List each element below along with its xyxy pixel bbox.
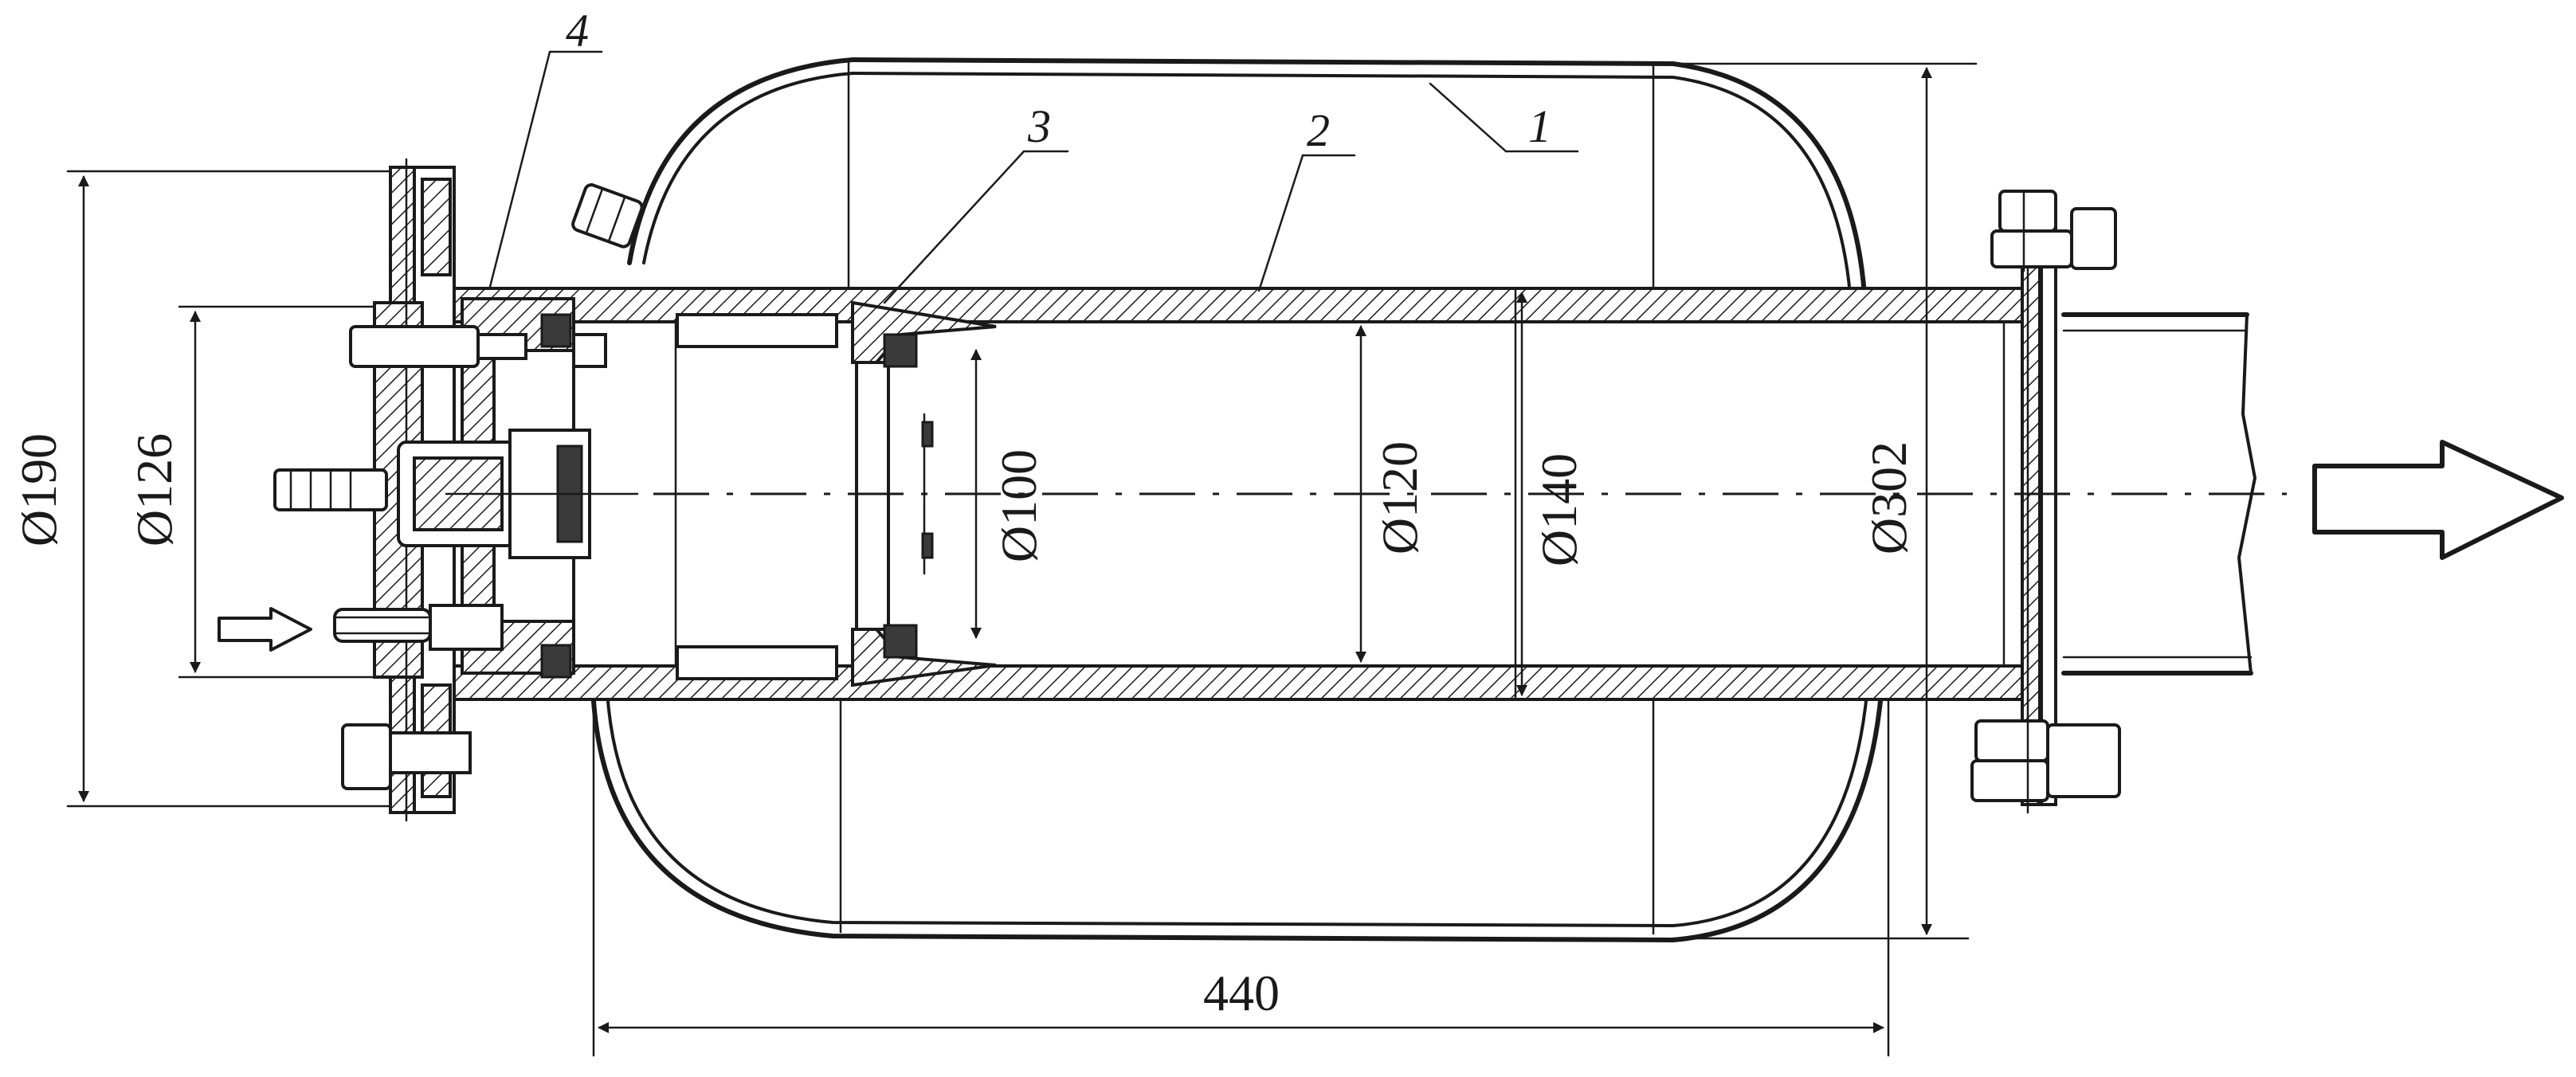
callout-3: 3 (1027, 100, 1051, 152)
bolt-top-right (1990, 190, 2117, 272)
venturi-insert (676, 300, 997, 687)
dimension-lines (66, 62, 1978, 1057)
callout-1: 1 (1528, 100, 1551, 152)
dim-d190: Ø190 (10, 433, 67, 546)
dim-d140: Ø140 (1531, 453, 1587, 566)
dim-d120: Ø120 (1371, 441, 1428, 554)
hollow-right-arrow-icon (2312, 440, 2564, 560)
dim-length: 440 (1203, 965, 1280, 1021)
outlet-pipe (2061, 312, 2256, 676)
outer-vessel (591, 57, 1883, 942)
dim-d100: Ø100 (990, 449, 1047, 562)
swirler-head (273, 297, 639, 790)
right-flange (1970, 190, 2121, 814)
dim-d302: Ø302 (1860, 441, 1917, 554)
small-right-arrow-icon (218, 607, 312, 652)
callout-leaders (488, 50, 1579, 304)
top-fitting (571, 183, 644, 249)
callout-4: 4 (566, 5, 589, 57)
dim-d126: Ø126 (126, 433, 182, 546)
bolt-bottom-right (1970, 715, 2121, 806)
side-nozzle (273, 468, 388, 511)
callout-2: 2 (1307, 104, 1330, 156)
bolt-left-bottom (341, 723, 472, 790)
inlet-fitting (333, 604, 504, 651)
